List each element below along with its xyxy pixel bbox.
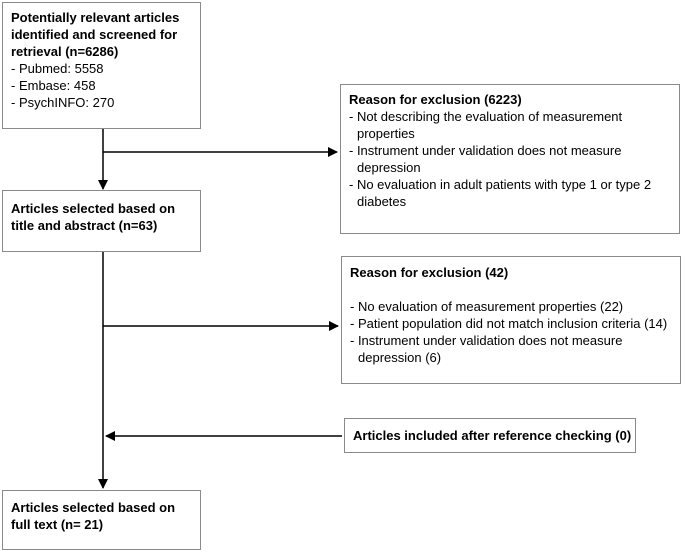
exclusion-1-title: Reason for exclusion (6223) xyxy=(349,92,522,107)
reference-check-box: Articles included after reference checki… xyxy=(344,418,636,453)
exclusion-box-2: Reason for exclusion (42) - No evaluatio… xyxy=(341,256,681,384)
exclusion-2-reason-2: - Patient population did not match inclu… xyxy=(350,316,668,331)
source-embase: - Embase: 458 xyxy=(11,78,96,93)
exclusion-2-reason-3b: depression (6) xyxy=(358,350,442,365)
identified-box: Potentially relevant articles identified… xyxy=(2,2,201,129)
exclusion-box-1: Reason for exclusion (6223) - Not descri… xyxy=(340,84,680,234)
title-abstract-box: Articles selected based on title and abs… xyxy=(2,190,201,252)
exclusion-1-reason-2b: depression xyxy=(357,160,421,175)
exclusion-1-reason-3b: diabetes xyxy=(357,194,407,209)
identified-title: Potentially relevant articles identified… xyxy=(11,10,180,59)
exclusion-1-reason-3a: - No evaluation in adult patients with t… xyxy=(349,177,652,192)
exclusion-2-reason-1: - No evaluation of measurement propertie… xyxy=(350,299,624,314)
title-abstract-title: Articles selected based on title and abs… xyxy=(11,201,176,233)
source-psychinfo: - PsychINFO: 270 xyxy=(11,95,115,110)
exclusion-1-reason-2a: - Instrument under validation does not m… xyxy=(349,143,622,158)
full-text-title: Articles selected based on full text (n=… xyxy=(11,500,176,532)
exclusion-2-reason-3a: - Instrument under validation does not m… xyxy=(350,333,623,348)
reference-check-title: Articles included after reference checki… xyxy=(353,428,632,443)
full-text-box: Articles selected based on full text (n=… xyxy=(2,490,201,550)
exclusion-1-reason-1a: - Not describing the evaluation of measu… xyxy=(349,109,623,124)
source-pubmed: - Pubmed: 5558 xyxy=(11,61,104,76)
exclusion-2-title: Reason for exclusion (42) xyxy=(350,265,509,280)
exclusion-1-reason-1b: properties xyxy=(357,126,415,141)
